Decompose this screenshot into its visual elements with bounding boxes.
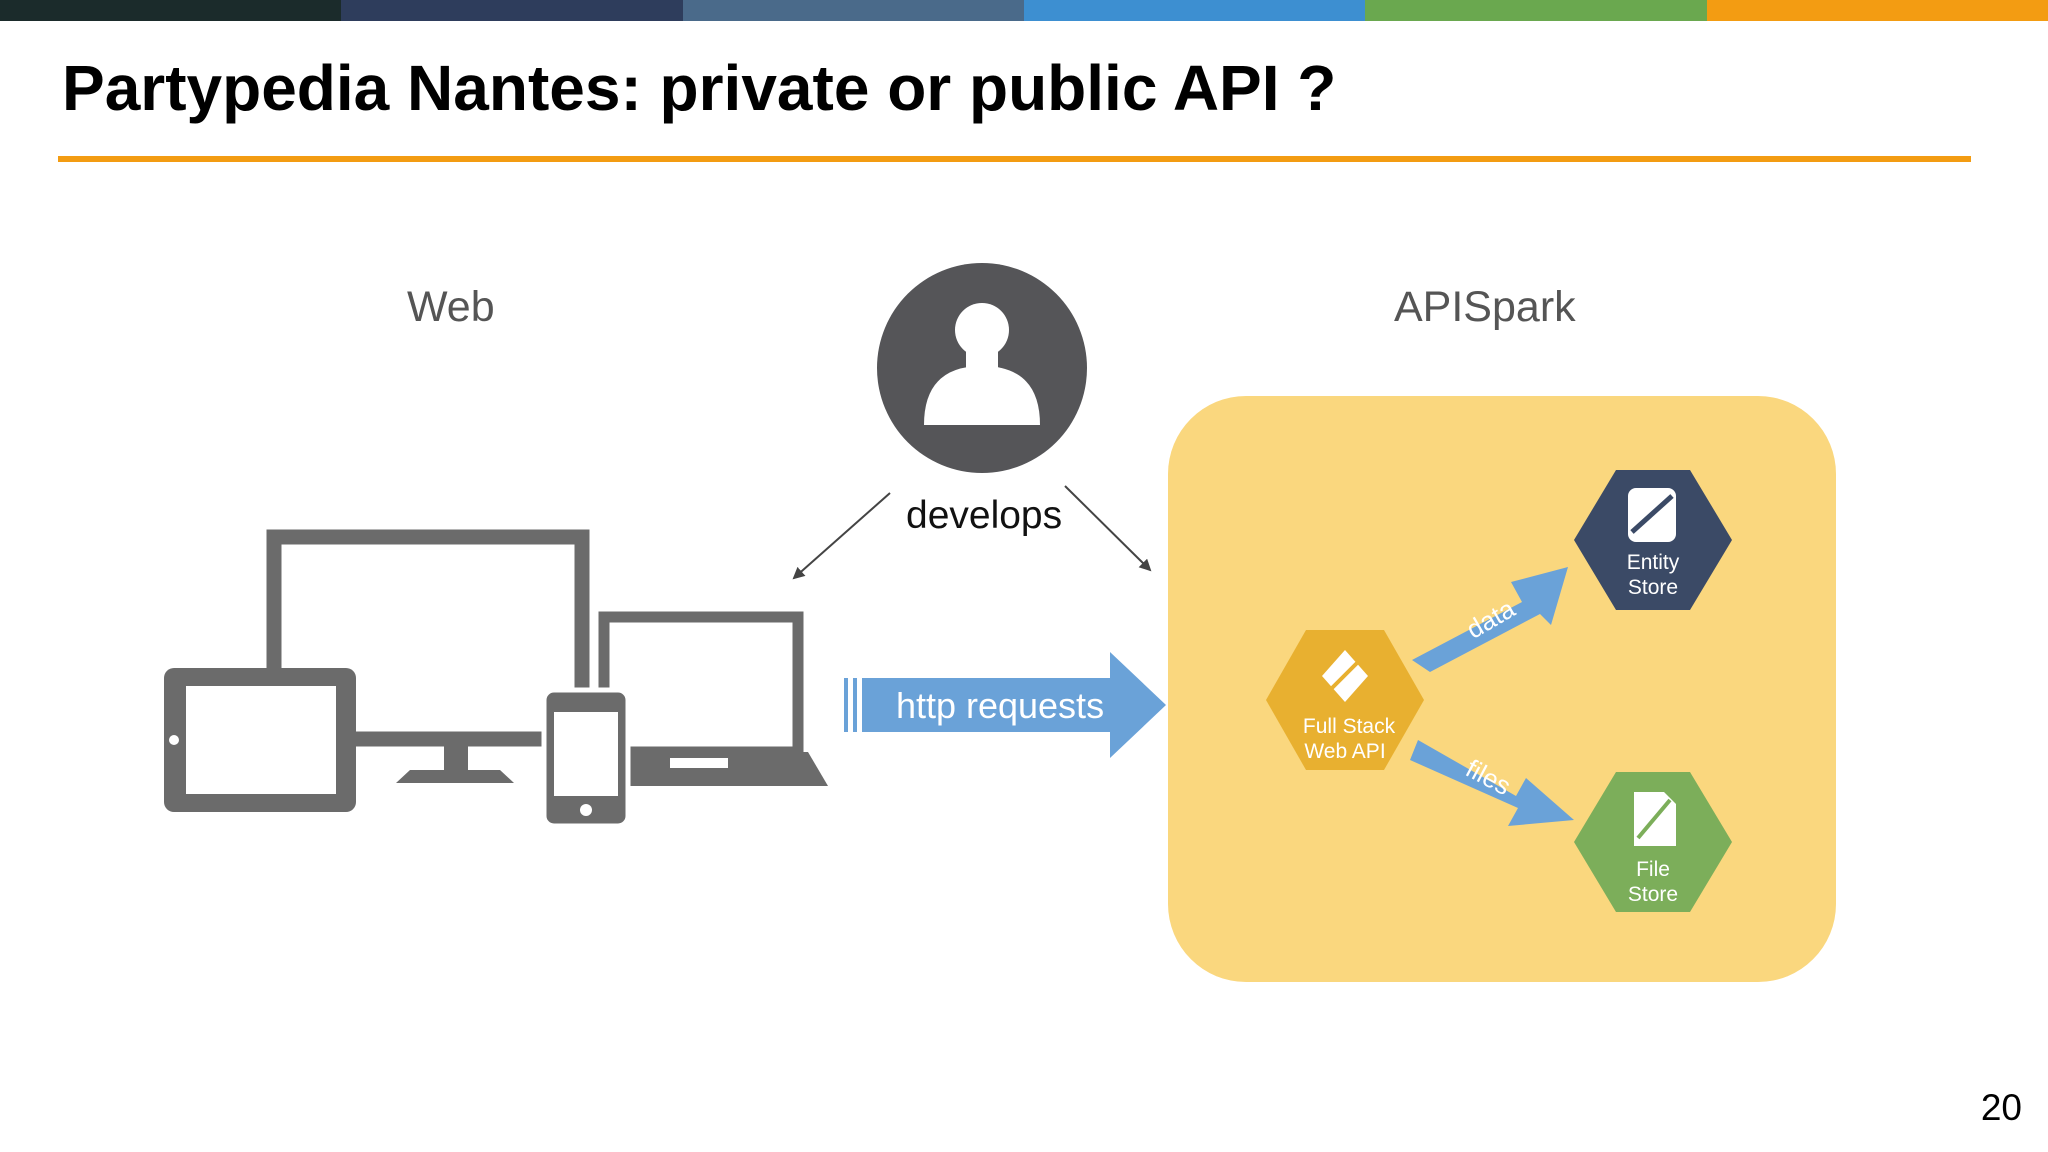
file-store-label-line2: Store: [1628, 883, 1678, 906]
apispark-label: APISpark: [1394, 283, 1576, 331]
develops-arrow-right: [1064, 485, 1152, 572]
file-icon: [1634, 792, 1676, 846]
web-label: Web: [407, 283, 495, 331]
tablet-icon: [164, 668, 356, 812]
top-color-bar: [0, 0, 2048, 21]
phone-icon: [541, 687, 631, 829]
page-number: 20: [1980, 1087, 2022, 1128]
full-stack-web-api-node: [1266, 630, 1424, 770]
develops-label: develops: [906, 494, 1063, 537]
user-icon: [877, 263, 1087, 473]
http-requests-label: http requests: [896, 685, 1104, 726]
full-stack-label-line2: Web API: [1304, 740, 1385, 763]
database-icon: [1322, 650, 1368, 702]
full-stack-label-line1: Full Stack: [1303, 715, 1396, 738]
title-underline: [58, 156, 1971, 162]
apispark-container: [1168, 396, 1836, 982]
monitor-icon: [266, 529, 590, 783]
top-bar-segment: [1023, 0, 1366, 21]
top-bar-segment: [341, 0, 683, 21]
entity-store-label-line1: Entity: [1627, 551, 1680, 574]
top-bar-segment: [1706, 0, 2048, 21]
top-bar-segment: [1365, 0, 1707, 21]
top-bar-segment: [682, 0, 1024, 21]
data-arrow: [1412, 567, 1568, 672]
entity-store-label-line2: Store: [1628, 576, 1678, 599]
laptop-icon: [596, 611, 828, 786]
entity-store-node: [1574, 470, 1732, 610]
slide-title: Partypedia Nantes: private or public API…: [62, 52, 1337, 124]
develops-arrow-left: [792, 492, 891, 580]
database-icon: [1628, 488, 1676, 542]
file-store-label-line1: File: [1636, 858, 1670, 881]
http-requests-arrow: [844, 652, 1166, 758]
files-arrow: [1410, 740, 1574, 826]
file-store-node: [1574, 772, 1732, 912]
top-bar-segment: [0, 0, 342, 21]
